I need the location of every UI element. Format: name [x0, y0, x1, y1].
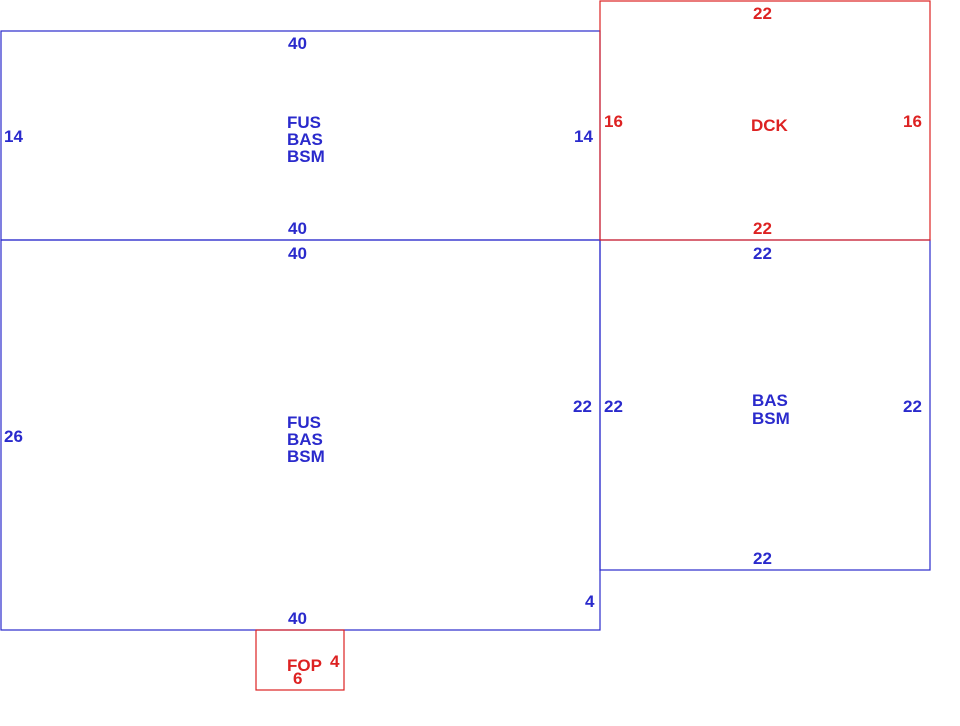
porch-side-dimension: 4: [330, 652, 340, 671]
upper-block-right-dimension: 14: [574, 127, 593, 146]
upper-block-top-dimension: 40: [288, 34, 307, 53]
side-block-code-1: BAS: [752, 391, 788, 410]
main-block-bottom-dimension: 40: [288, 609, 307, 628]
main-block-left-dimension: 26: [4, 427, 23, 446]
main-block: 40 22 26 FUS BAS BSM 4 40: [4, 244, 595, 628]
deck-outline: [599, 0, 931, 241]
side-block-code-2: BSM: [752, 409, 790, 428]
deck-left-dimension: 16: [604, 112, 623, 131]
upper-block-code-3: BSM: [287, 147, 325, 166]
side-block: 22 22 22 BAS BSM 22: [604, 244, 922, 568]
main-block-code-1: FUS: [287, 413, 321, 432]
main-block-code-2: BAS: [287, 430, 323, 449]
porch: FOP 4 6: [287, 652, 340, 688]
deck-code: DCK: [751, 116, 789, 135]
deck-top-dimension: 22: [753, 4, 772, 23]
main-block-right-dimension: 22: [573, 397, 592, 416]
deck-right-dimension: 16: [903, 112, 922, 131]
upper-block-bottom-dimension: 40: [288, 219, 307, 238]
side-block-right-dimension: 22: [903, 397, 922, 416]
side-block-top-dimension: 22: [753, 244, 772, 263]
upper-block-code-1: FUS: [287, 113, 321, 132]
porch-code: FOP: [287, 656, 322, 675]
side-block-left-dimension: 22: [604, 397, 623, 416]
deck: 22 16 16 DCK 22: [604, 4, 922, 238]
main-block-code-3: BSM: [287, 447, 325, 466]
upper-block-code-2: BAS: [287, 130, 323, 149]
upper-block: 40 14 14 FUS BAS BSM 40: [4, 34, 593, 238]
side-block-bottom-dimension: 22: [753, 549, 772, 568]
main-block-top-dimension: 40: [288, 244, 307, 263]
upper-block-left-dimension: 14: [4, 127, 23, 146]
main-block-step-dimension: 4: [585, 592, 595, 611]
porch-bottom-dimension: 6: [293, 669, 302, 688]
porch-outline: [255, 629, 345, 691]
deck-bottom-dimension: 22: [753, 219, 772, 238]
